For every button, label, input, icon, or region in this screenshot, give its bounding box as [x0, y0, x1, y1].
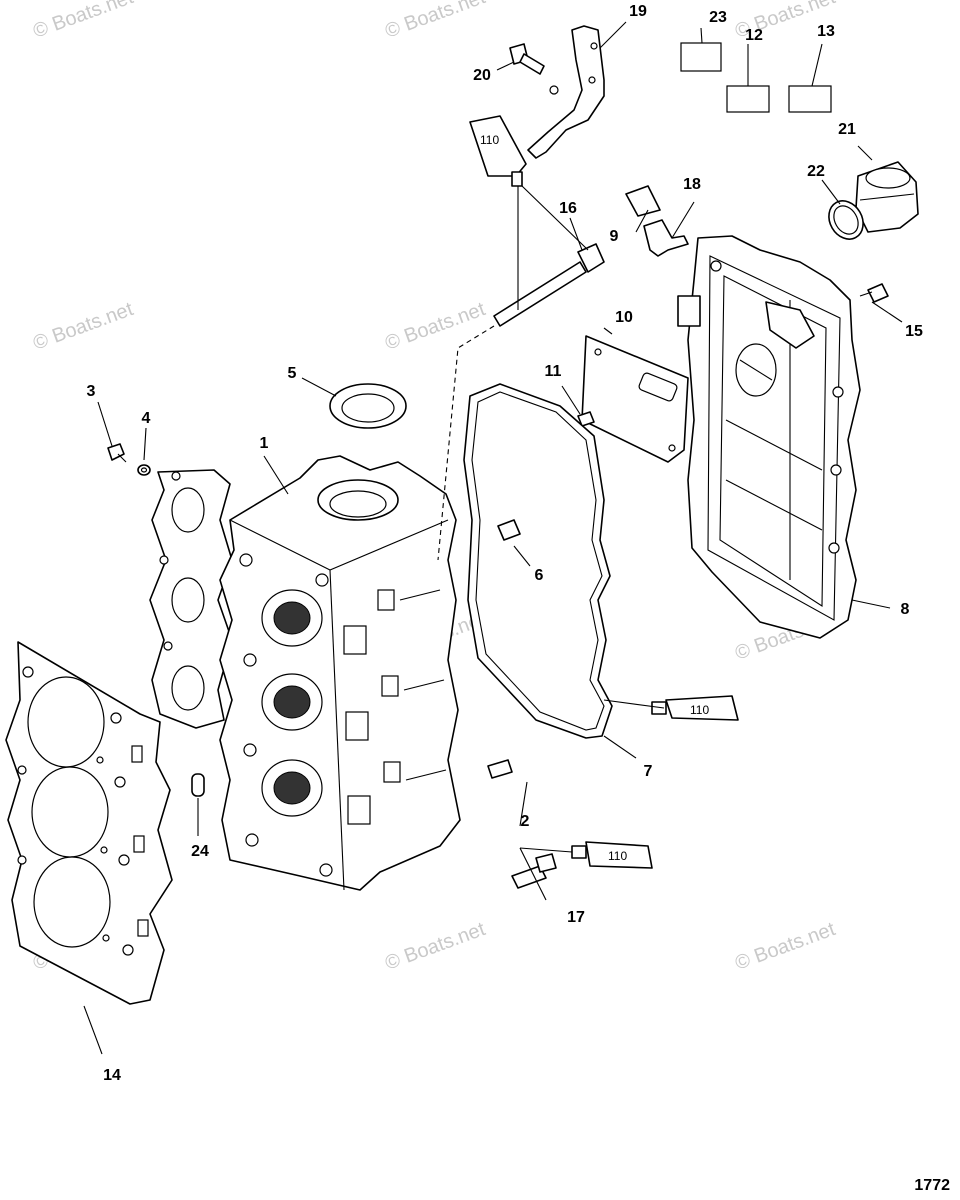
- callout-6: 6: [535, 567, 544, 584]
- watermark: © Boats.net: [30, 298, 136, 355]
- callout-7: 7: [644, 763, 653, 780]
- bracket-19: [527, 25, 605, 159]
- callout-18: 18: [683, 176, 701, 193]
- seal-5: [329, 383, 407, 429]
- callout-1: 1: [260, 435, 269, 452]
- washer-4: [137, 464, 151, 476]
- watermark: © Boats.net: [30, 0, 136, 43]
- decal-23: [680, 42, 722, 72]
- dowel-pin-24: [191, 773, 205, 797]
- tube-label: 110: [608, 849, 627, 863]
- cover-plate-10: [581, 335, 689, 463]
- callout-12: 12: [745, 27, 763, 44]
- callout-10: 10: [615, 309, 633, 326]
- leader-lines: [83, 21, 903, 1055]
- callout-11: 11: [545, 363, 562, 380]
- callout-22: 22: [807, 163, 825, 180]
- figure-number: 1772: [914, 1177, 950, 1194]
- callout-5: 5: [288, 365, 297, 382]
- bolt-17: [511, 853, 557, 889]
- cover-gasket-7: [463, 383, 613, 739]
- callout-4: 4: [142, 410, 151, 427]
- fitting-9: [625, 185, 661, 217]
- callout-16: 16: [559, 200, 577, 217]
- watermark: © Boats.net: [382, 918, 488, 975]
- callout-24: 24: [191, 843, 209, 860]
- bolt-3: [107, 443, 127, 463]
- tube-label: 110: [480, 133, 499, 147]
- watermark: © Boats.net: [382, 0, 488, 43]
- callout-17: 17: [567, 909, 585, 926]
- bolt-20: [509, 43, 545, 75]
- callout-8: 8: [901, 601, 910, 618]
- pin-2: [487, 759, 513, 779]
- manifold-flange: [149, 469, 233, 729]
- screw-11: [577, 411, 595, 427]
- callout-2: 2: [521, 813, 530, 830]
- callout-23: 23: [709, 9, 727, 26]
- assembly-guide-line: [437, 325, 495, 561]
- callout-15: 15: [905, 323, 923, 340]
- callout-20: 20: [473, 67, 491, 84]
- cylinder-head-cover: [677, 235, 861, 639]
- decal-12: [726, 85, 770, 113]
- dowel-6: [497, 519, 521, 541]
- decal-13: [788, 85, 832, 113]
- head-gasket: [5, 641, 173, 1005]
- bolt-15: [859, 283, 889, 303]
- callout-19: 19: [629, 3, 647, 20]
- watermark: © Boats.net: [732, 918, 838, 975]
- tube-label: 110: [690, 703, 709, 717]
- cylinder-head: [219, 455, 461, 891]
- watermark: © Boats.net: [382, 298, 488, 355]
- callout-9: 9: [610, 228, 619, 245]
- long-bolt-16: [493, 243, 605, 327]
- o-ring-22: [828, 200, 864, 240]
- callout-labels: 1 2 3 4 5 6 7 8 9 10 11 12 13 14 15 16 1…: [87, 3, 923, 1084]
- callout-13: 13: [817, 23, 835, 40]
- callout-14: 14: [103, 1067, 121, 1084]
- callout-21: 21: [838, 121, 856, 138]
- fill-cap-21: [855, 161, 919, 233]
- sealant-tube-upper: 110: [469, 115, 589, 310]
- sealant-tube-lower: 110: [571, 841, 653, 869]
- elbow-fitting-18: [643, 219, 689, 257]
- sealant-tube-middle: 110: [651, 695, 739, 721]
- callout-3: 3: [87, 383, 96, 400]
